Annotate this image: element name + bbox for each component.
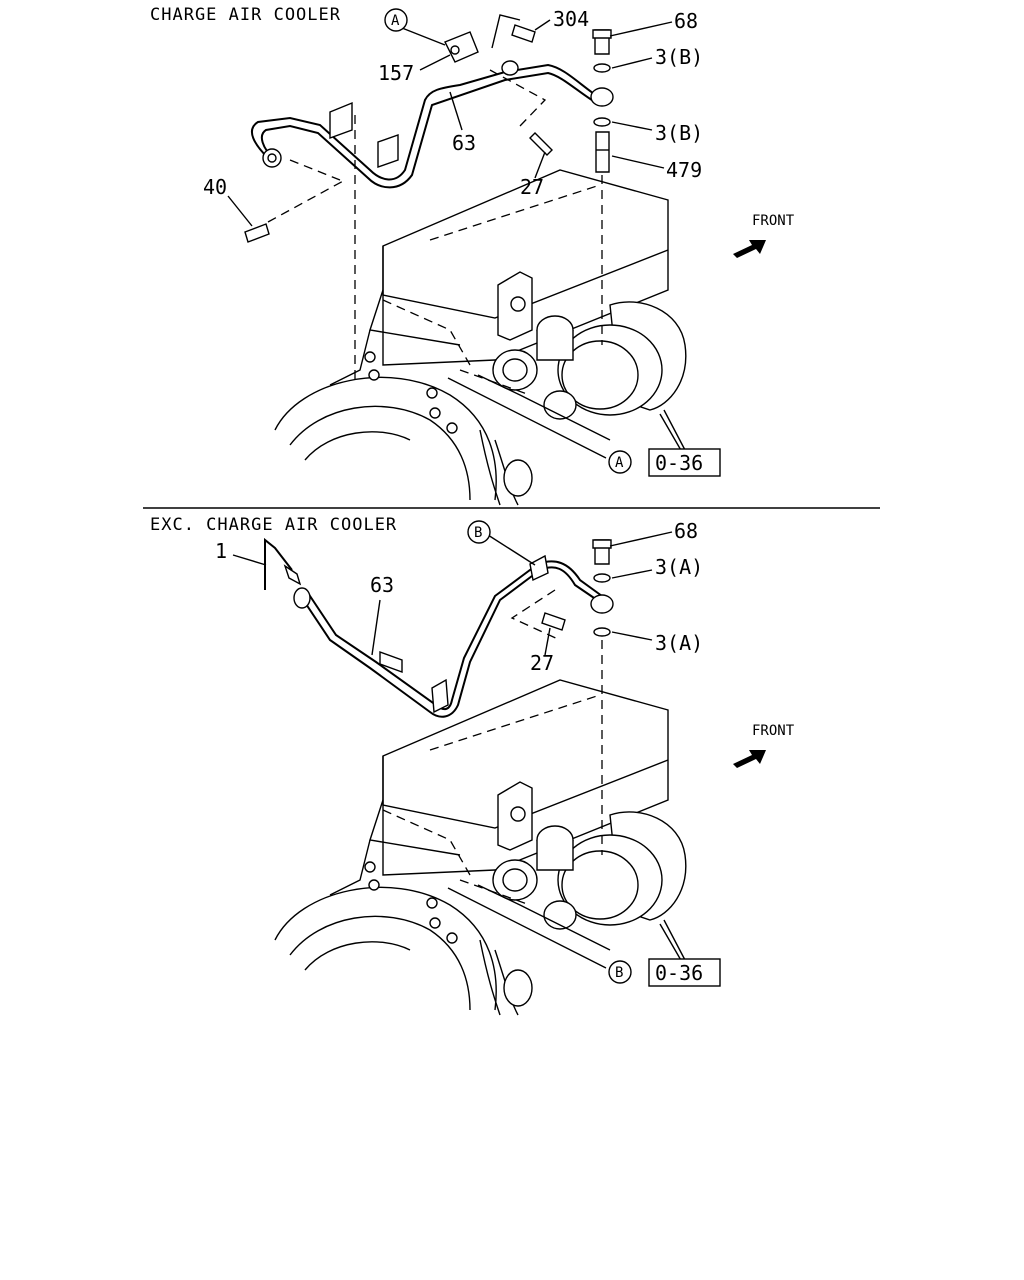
panel-title: EXC. CHARGE AIR COOLER [150, 515, 397, 535]
front-arrow-icon [733, 240, 766, 258]
part-27-label: 27 [520, 175, 544, 199]
part-68-label: 68 [674, 9, 698, 33]
ref-box [648, 958, 721, 987]
part-63-label: 63 [370, 573, 394, 597]
front-arrow-icon [733, 750, 766, 768]
ref-marker-a-lower: A [615, 455, 624, 471]
front-label: FRONT [752, 213, 795, 229]
part-63-label: 63 [452, 131, 476, 155]
part-27-label: 27 [530, 651, 554, 675]
oil-pipe [299, 566, 601, 718]
oil-pipe [251, 63, 601, 181]
part-3a-lower-label: 3(A) [655, 631, 703, 655]
part-3b-lower-label: 3(B) [655, 121, 703, 145]
panel-title: CHARGE AIR COOLER [150, 5, 341, 25]
ref-box-label: 0-36 [655, 961, 703, 985]
part-68-label: 68 [674, 519, 698, 543]
ref-box [648, 448, 721, 477]
part-479-label: 479 [666, 158, 702, 182]
panel-charge-air-cooler: CHARGE AIR COOLER [150, 5, 795, 506]
part-3a-upper-label: 3(A) [655, 555, 703, 579]
ref-marker-b: B [474, 525, 482, 541]
part-40-label: 40 [203, 175, 227, 199]
panel-exc-charge-air-cooler: EXC. CHARGE AIR COOLER [150, 515, 795, 1016]
part-1-label: 1 [215, 539, 227, 563]
part-157-label: 157 [378, 61, 414, 85]
ref-box-label: 0-36 [655, 451, 703, 475]
part-304-label: 304 [553, 7, 589, 31]
front-label: FRONT [752, 723, 795, 739]
part-3b-upper-label: 3(B) [655, 45, 703, 69]
ref-marker-b-lower: B [615, 965, 623, 981]
ref-marker-a: A [391, 13, 400, 29]
